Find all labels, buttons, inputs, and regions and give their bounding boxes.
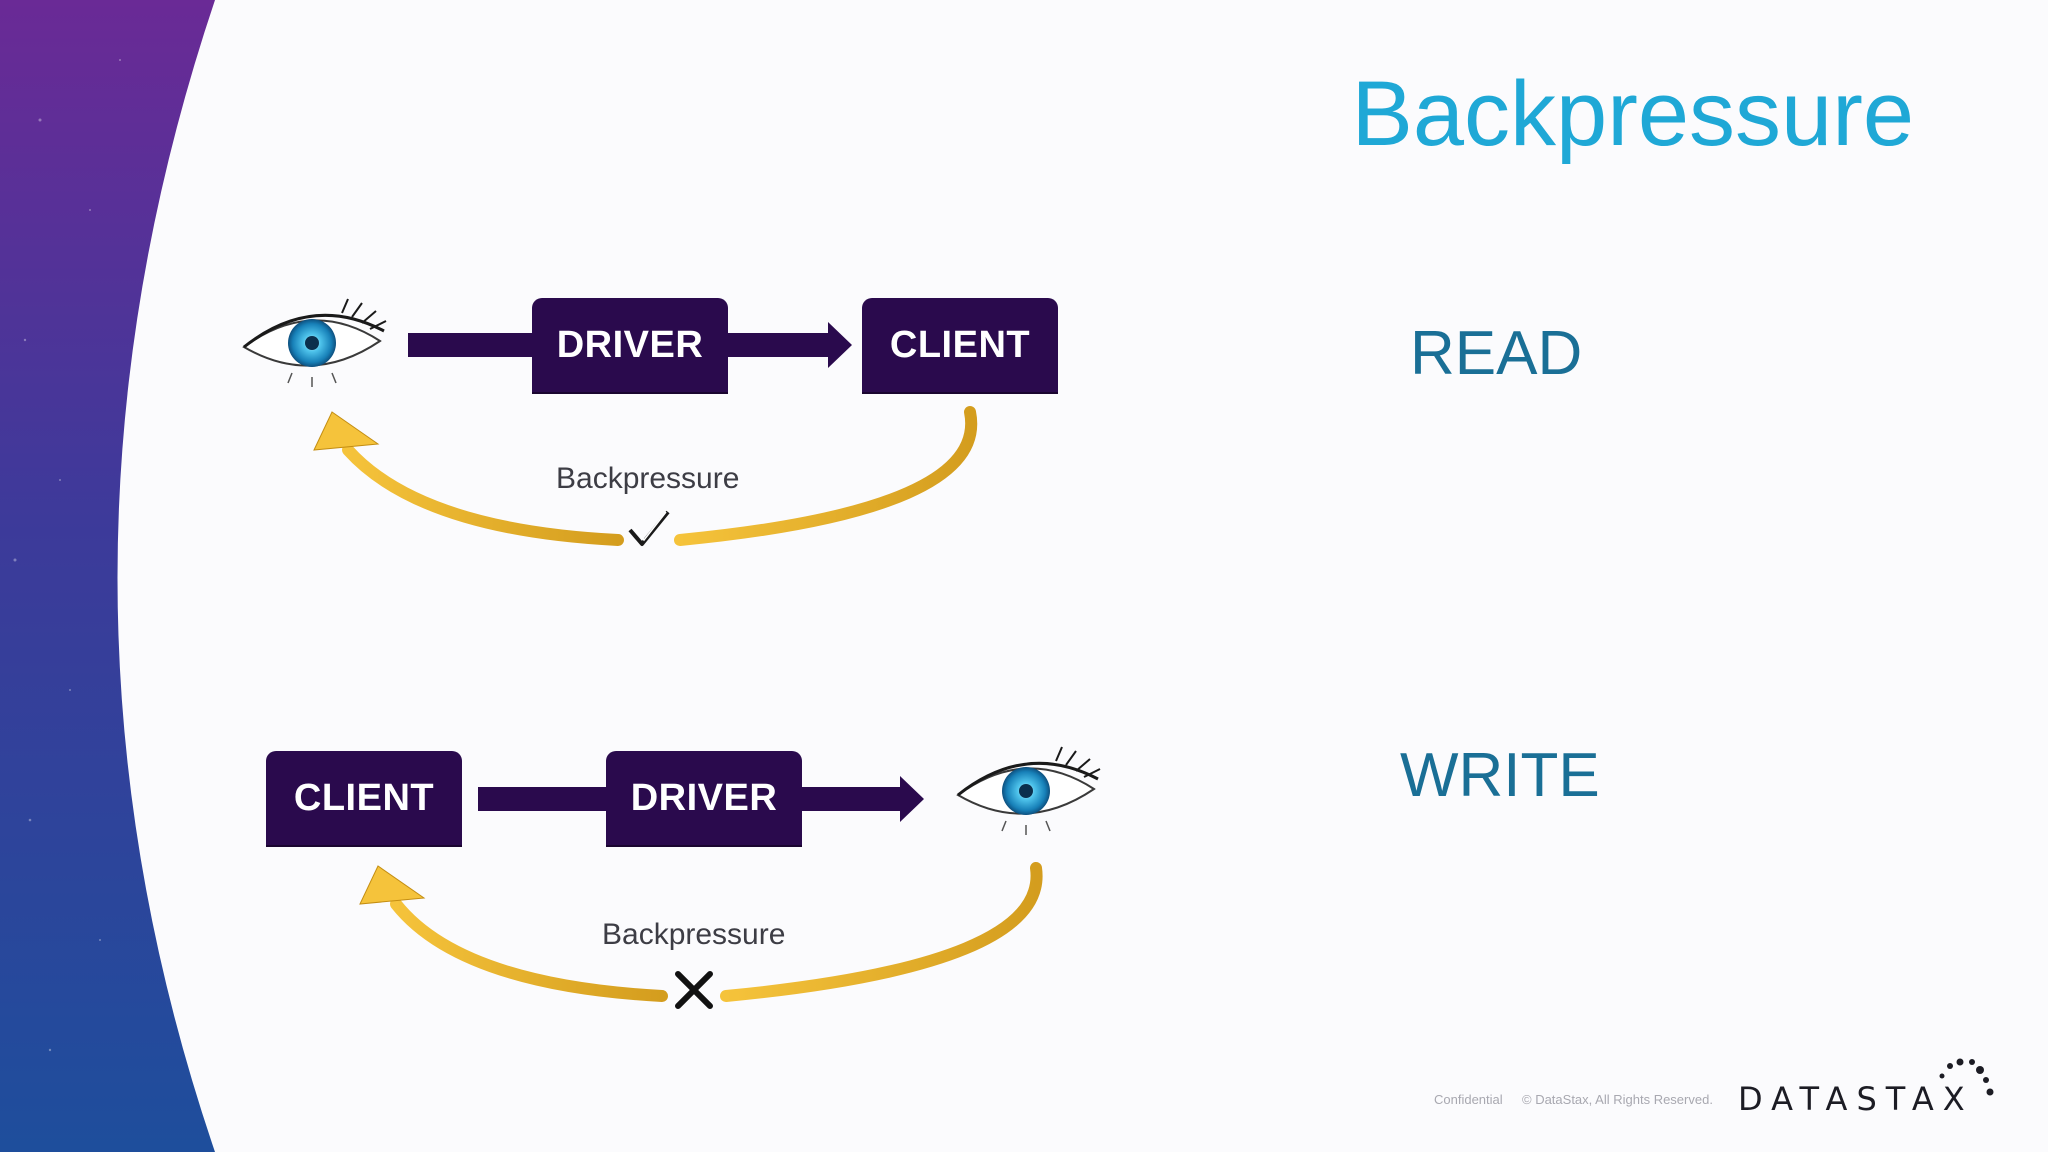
write-driver-box: DRIVER	[606, 751, 802, 845]
datastax-logo-dots	[1939, 1058, 1994, 1096]
slide-title: Backpressure	[1351, 63, 1914, 165]
x-icon	[675, 971, 713, 1009]
side-gradient-arc	[0, 0, 215, 1152]
footer-confidential: Confidential	[1434, 1092, 1503, 1107]
write-backpressure-curve-left	[390, 898, 668, 1002]
read-link-driver-client	[728, 333, 830, 357]
read-backpressure-arrowhead	[313, 411, 380, 451]
datastax-logo: DATASTAX	[1738, 1080, 1974, 1118]
read-cassandra-eye-icon	[242, 298, 387, 387]
write-backpressure-arrowhead	[359, 865, 426, 905]
read-backpressure-curve-right	[674, 406, 978, 546]
write-link-client-driver	[478, 787, 606, 811]
write-label: WRITE	[1400, 741, 1600, 810]
read-driver-box: DRIVER	[532, 298, 728, 392]
read-backpressure-label: Backpressure	[556, 462, 740, 495]
write-backpressure-label: Backpressure	[602, 918, 786, 951]
read-arrowhead	[828, 322, 852, 368]
footer-copyright: © DataStax, All Rights Reserved.	[1522, 1092, 1713, 1107]
write-arrowhead	[900, 776, 924, 822]
check-icon	[628, 510, 670, 546]
write-client-box: CLIENT	[266, 751, 462, 845]
read-link-eye-driver	[408, 333, 532, 357]
write-backpressure-curve-right	[720, 862, 1043, 1002]
read-client-box: CLIENT	[862, 298, 1058, 392]
write-cassandra-eye-icon	[956, 746, 1101, 835]
read-backpressure-curve-left	[342, 444, 624, 546]
write-link-driver-eye	[802, 787, 904, 811]
read-label: READ	[1410, 319, 1583, 388]
